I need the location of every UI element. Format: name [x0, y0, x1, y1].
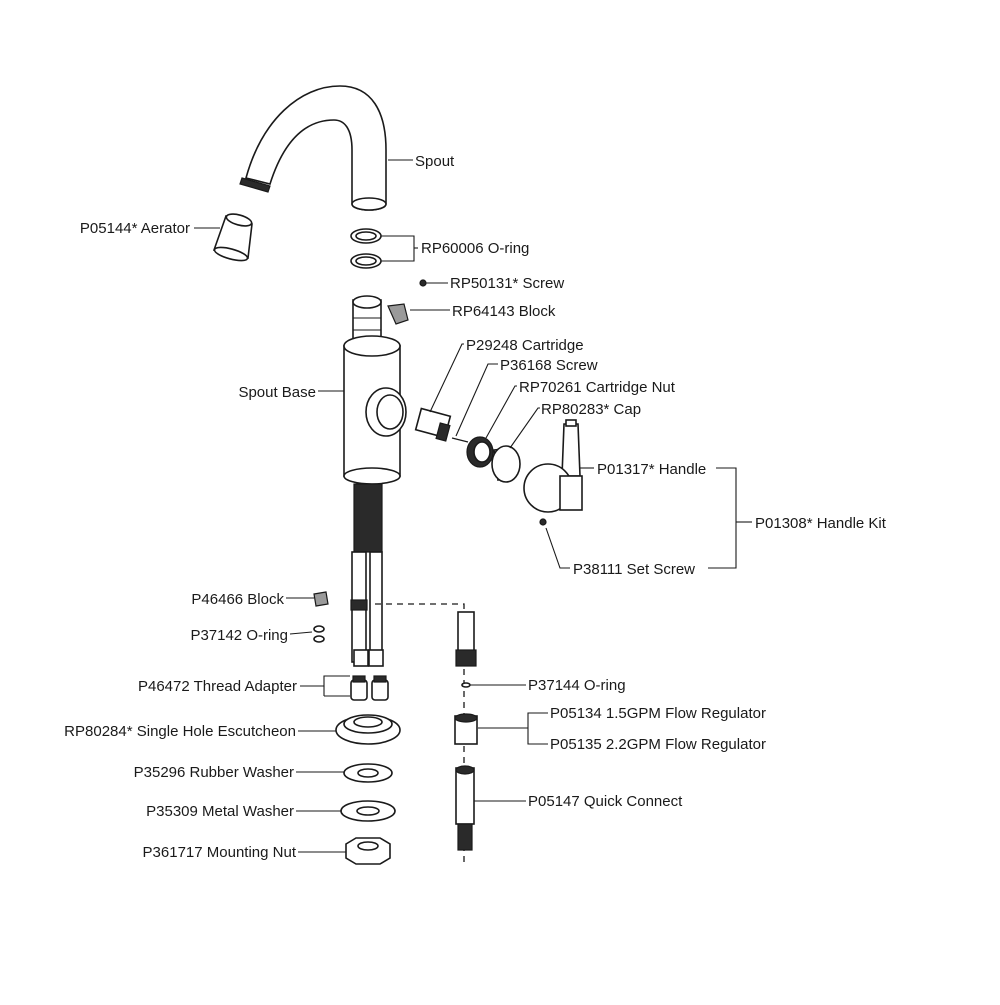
- label-thread-adapter: P46472 Thread Adapter: [138, 678, 297, 695]
- label-lower-o-ring: P37142 O-ring: [190, 627, 288, 644]
- label-metal-washer: P35309 Metal Washer: [146, 803, 294, 820]
- cap-part: [491, 445, 521, 483]
- hose-o-ring-part: [461, 682, 471, 688]
- spout-screw-part: [419, 279, 427, 287]
- metal-washer-part: [340, 800, 396, 822]
- label-cap: RP80283* Cap: [541, 401, 641, 418]
- label-set-screw: P38111 Set Screw: [573, 561, 695, 578]
- label-quick-connect: P05147 Quick Connect: [528, 793, 683, 810]
- spout-part: [239, 85, 387, 211]
- label-hose-o-ring: P37144 O-ring: [528, 677, 626, 694]
- label-flow-regulator-1-5: P05134 1.5GPM Flow Regulator: [550, 705, 766, 722]
- leader-lines: [194, 159, 752, 853]
- spout-base-part: [343, 295, 407, 667]
- label-cartridge-screw: P36168 Screw: [500, 357, 598, 374]
- label-aerator: P05144* Aerator: [80, 220, 190, 237]
- mounting-nut-part: [345, 837, 391, 865]
- label-flow-regulator-2-2: P05135 2.2GPM Flow Regulator: [550, 736, 766, 753]
- cartridge-nut-part: [466, 436, 494, 468]
- label-escutcheon: RP80284* Single Hole Escutcheon: [64, 723, 296, 740]
- label-rubber-washer: P35296 Rubber Washer: [134, 764, 294, 781]
- thread-adapter-part: [350, 675, 389, 701]
- label-mounting-nut: P361717 Mounting Nut: [143, 844, 297, 861]
- block-top-part: [387, 303, 409, 325]
- label-cartridge: P29248 Cartridge: [466, 337, 584, 354]
- label-spout-o-ring: RP60006 O-ring: [421, 240, 529, 257]
- label-block-top: RP64143 Block: [452, 303, 556, 320]
- block-lower-part: [313, 591, 329, 607]
- label-spout-base: Spout Base: [238, 384, 316, 401]
- escutcheon-part: [335, 714, 401, 745]
- label-spout-screw: RP50131* Screw: [450, 275, 564, 292]
- cartridge-screw-part: [451, 437, 469, 443]
- lower-o-rings-part: [313, 625, 325, 643]
- quick-connect-part: [455, 765, 475, 851]
- flow-regulator-part: [454, 713, 478, 745]
- cartridge-part: [414, 407, 452, 442]
- set-screw-part: [539, 518, 547, 526]
- aerator-part: [212, 213, 253, 262]
- supply-line-dashed: [375, 603, 465, 866]
- label-cartridge-nut: RP70261 Cartridge Nut: [519, 379, 676, 396]
- label-block-lower: P46466 Block: [191, 591, 284, 608]
- label-spout: Spout: [415, 153, 455, 170]
- label-handle-kit: P01308* Handle Kit: [755, 515, 887, 532]
- handle-part: [523, 419, 583, 513]
- label-handle: P01317* Handle: [597, 461, 706, 478]
- spout-o-rings-part: [350, 228, 382, 269]
- rubber-washer-part: [343, 763, 393, 783]
- hose-fitting-part: [455, 611, 477, 667]
